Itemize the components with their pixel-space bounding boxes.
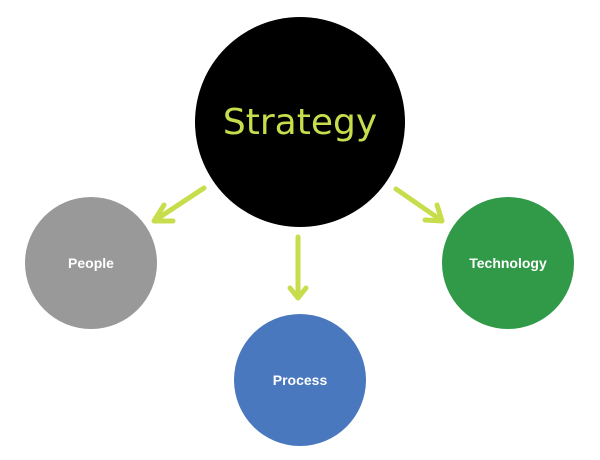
strategy-label: Strategy [222, 101, 378, 143]
arrow-to-technology [393, 186, 445, 224]
arrow-to-process [287, 234, 309, 301]
process-label: Process [272, 372, 328, 388]
arrow-to-people [151, 185, 207, 224]
technology-label: Technology [469, 255, 547, 271]
people-node: People [25, 197, 157, 329]
process-node: Process [234, 314, 366, 446]
people-label: People [68, 255, 114, 271]
strategy-node: Strategy [195, 17, 405, 227]
technology-node: Technology [442, 197, 574, 329]
